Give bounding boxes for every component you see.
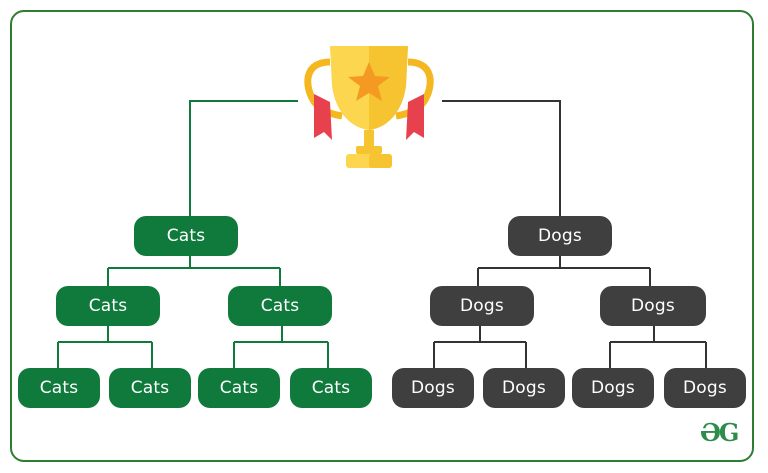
dogs-quarterfinal-node: Dogs — [483, 368, 565, 408]
cats-quarterfinal-node: Cats — [18, 368, 100, 408]
cats-quarterfinal-node: Cats — [109, 368, 191, 408]
brand-logo: ƏG — [700, 418, 739, 447]
cats-finalist-node: Cats — [134, 216, 238, 256]
dogs-connectors — [433, 100, 707, 368]
cats-semifinal-node: Cats — [56, 286, 160, 326]
dogs-quarterfinal-node: Dogs — [572, 368, 654, 408]
dogs-quarterfinal-node: Dogs — [664, 368, 746, 408]
cats-semifinal-node: Cats — [228, 286, 332, 326]
dogs-semifinal-node: Dogs — [600, 286, 706, 326]
cats-connectors — [57, 100, 329, 368]
dogs-semifinal-node: Dogs — [430, 286, 534, 326]
cats-quarterfinal-node: Cats — [290, 368, 372, 408]
trophy-icon — [304, 46, 434, 168]
dogs-quarterfinal-node: Dogs — [392, 368, 474, 408]
cats-quarterfinal-node: Cats — [198, 368, 280, 408]
dogs-finalist-node: Dogs — [508, 216, 612, 256]
